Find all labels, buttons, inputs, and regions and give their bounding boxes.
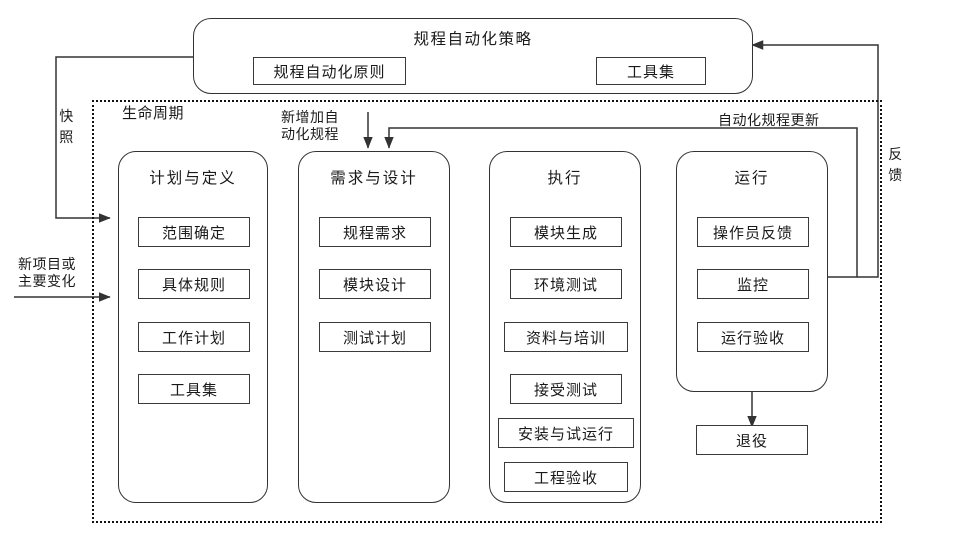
- phase-column-requirements: 需求与设计 规程需求 模块设计 测试计划: [298, 151, 450, 503]
- strategy-container: 规程自动化策略 规程自动化原则 工具集: [193, 18, 753, 94]
- label-new-project: 新项目或 主要变化: [18, 257, 76, 291]
- phase-item-toolset[interactable]: 工具集: [138, 374, 250, 404]
- phase-item-test-plan[interactable]: 测试计划: [319, 322, 431, 352]
- label-feedback: 反馈: [888, 145, 903, 187]
- phase-item-install-trial[interactable]: 安装与试运行: [498, 418, 634, 448]
- label-snapshot-text: 快照: [59, 110, 74, 146]
- phase-item-module-design[interactable]: 模块设计: [319, 269, 431, 299]
- phase-column-planning: 计划与定义 范围确定 具体规则 工作计划 工具集: [118, 151, 268, 503]
- phase-title-execution: 执行: [547, 170, 583, 187]
- label-new-project-line1: 新项目或: [18, 258, 76, 273]
- label-new-project-line2: 主要变化: [18, 275, 76, 290]
- strategy-item-principles[interactable]: 规程自动化原则: [253, 57, 406, 85]
- label-new-automation: 新增加自 动化规程: [281, 110, 339, 144]
- retirement-box[interactable]: 退役: [696, 425, 808, 455]
- strategy-title: 规程自动化策略: [413, 31, 533, 48]
- phase-item-proc-requirements[interactable]: 规程需求: [319, 217, 431, 247]
- lifecycle-label: 生命周期: [122, 106, 185, 122]
- phase-item-rules[interactable]: 具体规则: [138, 269, 250, 299]
- phase-item-env-test[interactable]: 环境测试: [510, 269, 622, 299]
- phase-title-planning: 计划与定义: [149, 170, 237, 187]
- label-automation-update: 自动化规程更新: [718, 114, 820, 129]
- phase-item-acceptance-test[interactable]: 接受测试: [510, 374, 622, 404]
- phase-item-project-acceptance[interactable]: 工程验收: [504, 462, 628, 492]
- phase-title-requirements: 需求与设计: [330, 170, 418, 187]
- phase-column-execution: 执行 模块生成 环境测试 资料与培训 接受测试 安装与试运行 工程验收: [489, 151, 641, 503]
- phase-item-module-build[interactable]: 模块生成: [510, 217, 622, 247]
- label-new-automation-line2: 动化规程: [281, 128, 339, 143]
- phase-column-operation: 运行 操作员反馈 监控 运行验收: [676, 151, 828, 392]
- phase-item-docs-training[interactable]: 资料与培训: [504, 322, 628, 352]
- label-snapshot: 快照: [59, 107, 74, 149]
- phase-title-operation: 运行: [734, 170, 770, 187]
- label-feedback-text: 反馈: [888, 148, 903, 184]
- phase-item-monitoring[interactable]: 监控: [697, 269, 809, 299]
- strategy-item-toolset[interactable]: 工具集: [596, 57, 706, 85]
- phase-item-workplan[interactable]: 工作计划: [138, 322, 250, 352]
- label-new-automation-line1: 新增加自: [281, 111, 339, 126]
- phase-item-scope[interactable]: 范围确定: [138, 217, 250, 247]
- phase-item-operation-acceptance[interactable]: 运行验收: [697, 322, 809, 352]
- lifecycle-region: [92, 100, 882, 523]
- phase-item-operator-feedback[interactable]: 操作员反馈: [697, 217, 809, 247]
